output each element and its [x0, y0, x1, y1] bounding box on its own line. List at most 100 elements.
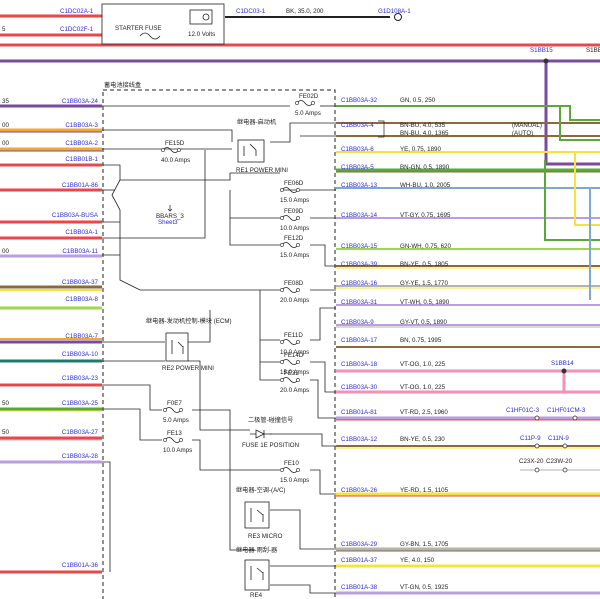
left-connector-prefix: 50 — [2, 429, 9, 436]
wire-spec-label: GY-YE, 1.5, 1770 — [400, 280, 448, 287]
fuse-rating: 40.0 Amps — [161, 157, 190, 164]
top-out-connector: C1DC03-1 — [236, 8, 266, 15]
fuse-terminal — [163, 408, 167, 412]
wire-spec-label: YE, 4.0, 150 — [400, 557, 435, 564]
wire-spec-label: GN, 0.5, 250 — [400, 97, 436, 104]
fuse-terminal — [280, 243, 284, 247]
right-connector-label: C1BB01A-38 — [341, 584, 378, 591]
fuse-id: FE12D — [284, 235, 304, 242]
busbar-label: BBARS_3 — [156, 213, 184, 220]
s1bb14-splice — [561, 368, 567, 374]
fuse-symbol — [281, 215, 299, 221]
relay-ac-body — [244, 501, 270, 529]
left-connector-label: C1BB03A-11 — [62, 248, 98, 255]
wire-int-3 — [102, 129, 233, 142]
relay-ecm-sub: RE2 POWER MINI — [162, 365, 214, 372]
relay-wiper-label: 继电器-雨刮-器 — [236, 546, 278, 554]
hf01-b-pin — [572, 415, 578, 421]
diode-label: 二极管-碰撞信号 — [248, 416, 293, 424]
wire-spec-label: YE-RD, 1.5, 1105 — [400, 487, 449, 494]
right-connector-label: C1BB03A-18 — [341, 361, 378, 368]
right-connector-label: C1BB03A-12 — [341, 436, 378, 443]
wire-int-35 — [102, 461, 111, 572]
starter-fuse-label: STARTER FUSE — [115, 25, 162, 32]
relay-wiper-sub: RE4 — [250, 592, 263, 599]
wire-spec-label: BN-YE, 0.5, 1805 — [400, 261, 449, 268]
wire-int-28 — [188, 360, 250, 431]
relay-ac-sub: RE3 MICRO — [248, 533, 283, 540]
fuse-id: FE13 — [167, 430, 182, 437]
wire-int-9 — [120, 172, 280, 181]
fuse-terminal — [296, 188, 300, 192]
fuse-terminal — [280, 468, 284, 472]
box-title: 蓄电池接线盒 — [104, 81, 142, 89]
relay-ecm-coil — [171, 340, 184, 354]
busbar-sheet: Sheet3 — [158, 219, 178, 226]
c23w-pin — [562, 467, 568, 473]
right-connector-label: C1BB03A-4 — [341, 122, 374, 129]
fuse-terminal — [296, 243, 300, 247]
right-connector-label: C1BB03A-13 — [341, 182, 378, 189]
wire-spec-label: VT-GN, 0.5, 1925 — [400, 584, 449, 591]
wire-spec-label: VT-RD, 2.5, 1960 — [400, 409, 448, 416]
wire-spec-label: VT-OG, 1.0, 225 — [400, 384, 446, 391]
fuse-terminal — [179, 408, 183, 412]
s1bb15-splice — [543, 58, 549, 64]
relay-wiper: 继电器-雨刮-器 RE4 — [236, 546, 278, 599]
s1bb15-label: S1BB15 — [530, 47, 553, 54]
wire-int-33 — [270, 433, 336, 447]
wire-spec-label: GY-VT, 0.5, 1890 — [400, 319, 447, 326]
top-out-spec: BK, 35.0, 200 — [286, 8, 324, 15]
fuse-terminal — [280, 378, 284, 382]
variant-bracket — [378, 120, 385, 138]
fuse-symbol — [164, 407, 182, 413]
fuse-symbol — [296, 100, 314, 106]
fuse-terminal — [296, 360, 300, 364]
wire-int-4 — [270, 122, 336, 143]
relay-ecm: 继电器-发动机控制-模块 (ECM) RE2 POWER MINI — [146, 317, 232, 372]
left-connector-label: C1BB03A-3 — [65, 122, 98, 129]
wire-variant-note: (AUTO) — [512, 130, 533, 137]
relay-ac: 继电器-空调-(A/C) RE3 MICRO — [236, 486, 286, 540]
c23w-label: C23W-20 — [546, 458, 573, 465]
fuse-terminal — [296, 378, 300, 382]
fuse-symbol — [281, 287, 299, 293]
wire-int-17 — [119, 255, 280, 381]
left-connector-label: C1BB03A-BUSA — [52, 212, 99, 219]
fuse-id: F0E7 — [167, 400, 182, 407]
busbar-arrow — [167, 205, 173, 212]
fuse-rating: 10.0 Amps — [280, 225, 309, 232]
battery-junction-box — [102, 89, 336, 599]
fuse-terminal — [280, 360, 284, 364]
c11n-label: C11N-9 — [548, 435, 569, 442]
fuse-terminal — [161, 148, 165, 152]
left-connector-prefix: 35 — [2, 98, 9, 105]
relay-wiper-coil — [250, 566, 264, 580]
left-connector-prefix: 00 — [2, 248, 9, 255]
diode-sub: FUSE 1E POSITION — [242, 442, 299, 449]
left-connector-label: C1BB03A-23 — [62, 375, 99, 382]
left-connector-label: C1BB01B-1 — [65, 156, 98, 163]
fuse-rating: 10.0 Amps — [163, 447, 192, 454]
wire-layer — [0, 14, 600, 595]
left-connector-label: C1BB03A-27 — [62, 429, 99, 436]
top-conn-c1dc02f: C1DC02F-1 — [60, 26, 94, 33]
wire-spec-label: YE, 0.75, 1890 — [400, 146, 441, 153]
fuse-terminal — [296, 468, 300, 472]
wire-int-24 — [310, 379, 336, 419]
fuse-rating: 5.0 Amps — [295, 110, 321, 117]
fuse-id: FE02D — [299, 93, 319, 100]
fuse-symbol — [281, 467, 299, 473]
fuse-terminal — [311, 101, 315, 105]
fuse-terminal — [296, 288, 300, 292]
wire-spec-label: WH-BU, 1.0, 2005 — [400, 182, 451, 189]
wire-spec-label: VT-OG, 1.0, 225 — [400, 361, 446, 368]
right-connector-label: C1BB03A-9 — [341, 319, 374, 326]
wire-variant-note: (MANUAL) — [512, 122, 542, 129]
relay-starter-body — [237, 139, 265, 163]
c23x-label: C23X-20 — [519, 458, 544, 465]
left-connector-label: C1BB01A-36 — [62, 562, 99, 569]
ground-icon — [394, 13, 402, 21]
